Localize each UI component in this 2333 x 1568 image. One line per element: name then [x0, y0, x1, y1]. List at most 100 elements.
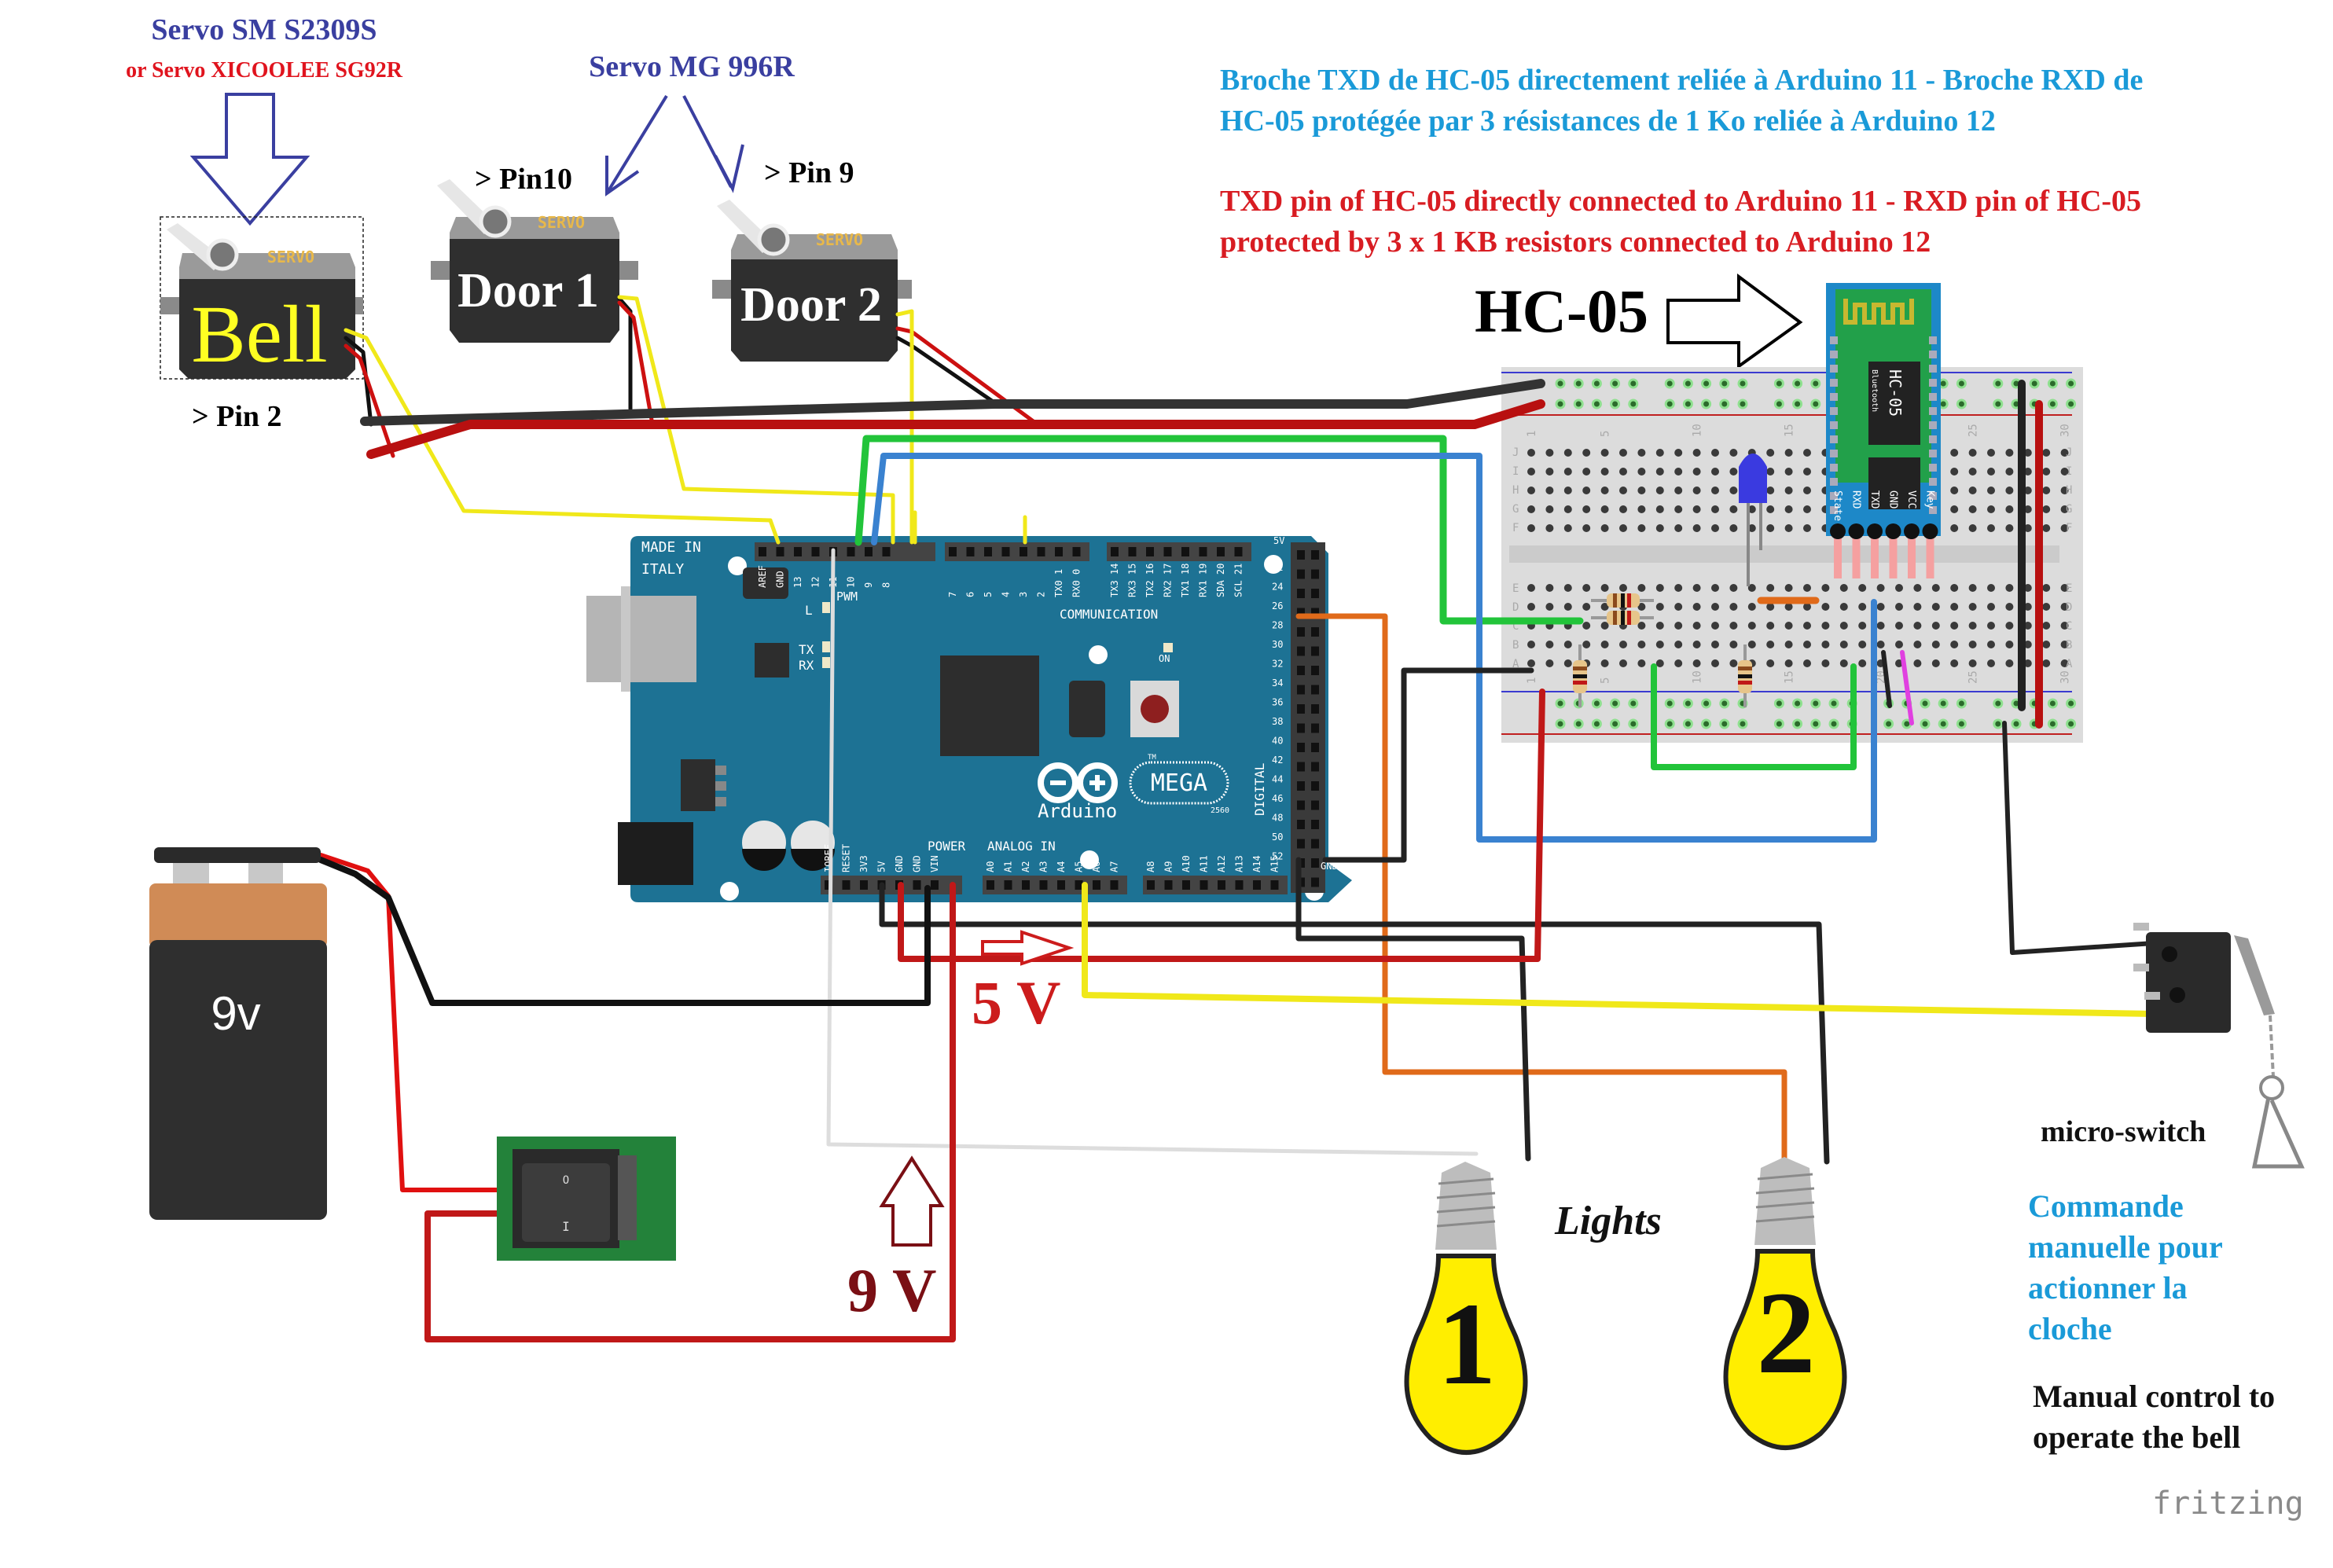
breadboard-hole [1582, 449, 1591, 457]
breadboard-hole [1637, 468, 1646, 476]
breadboard-hole [1637, 659, 1646, 667]
breadboard-hole [1913, 659, 1922, 667]
rail-hole [1719, 698, 1730, 709]
breadboard-hole [1784, 584, 1793, 592]
breadboard-hole [1839, 584, 1848, 592]
servo-label-door2: Door 2 [740, 278, 882, 332]
pin-hole [1311, 877, 1319, 887]
breadboard-hole [2005, 449, 2014, 457]
note-en-line1: TXD pin of HC-05 directly connected to A… [1220, 185, 2141, 218]
breadboard-hole [1674, 487, 1683, 494]
pin-label: 24 [1272, 582, 1283, 593]
pin-hole [1311, 589, 1319, 598]
digital-label: DIGITAL [1252, 763, 1267, 816]
breadboard-hole [1637, 505, 1646, 513]
header-power [821, 876, 962, 894]
hc05-pin-label: VCC [1905, 490, 1917, 509]
breadboard-hole [2042, 487, 2051, 494]
notes: Broche TXD de HC-05 directement reliée à… [1220, 64, 2143, 259]
breadboard-hole [1876, 641, 1885, 648]
breadboard-hole [1692, 487, 1701, 494]
pin-hole [1110, 880, 1119, 890]
breadboard-magenta-jumper [1900, 650, 1914, 725]
led-rx [822, 657, 830, 668]
row-label: D [1512, 601, 1519, 614]
l-label: L [805, 603, 813, 618]
gnd-label: GND [1321, 861, 1338, 872]
breadboard-hole [1950, 487, 1959, 494]
rail-hole [1573, 398, 1584, 409]
servo-body [450, 239, 619, 343]
breadboard-hole [1784, 603, 1793, 611]
rail-hole [1555, 398, 1566, 409]
row-label: F [1512, 522, 1519, 534]
breadboard-hole [1766, 659, 1775, 667]
usb-port [586, 596, 696, 682]
pin-hole [1075, 880, 1083, 890]
pin-hole [1311, 800, 1319, 810]
breadboard-hole [1803, 468, 1811, 476]
rail-hole [1993, 698, 2004, 709]
tx-label: TX [799, 642, 814, 657]
breadboard-hole [1968, 603, 1977, 611]
pad [1929, 492, 1937, 500]
servo-body [731, 259, 898, 362]
pin-label: 9 [863, 582, 874, 588]
hc05-pin-label: Key [1924, 490, 1936, 509]
pin-label: 48 [1272, 813, 1283, 824]
pin-hole [1022, 880, 1030, 890]
breadboard-hole [1655, 622, 1664, 630]
pad [1929, 506, 1937, 514]
pin-hole [1217, 547, 1225, 556]
breadboard-hole [1527, 641, 1535, 648]
bell-servo-alt-model: XICOOLEE SG92R [211, 58, 402, 83]
pin-hole [1311, 743, 1319, 752]
breadboard-hole [1545, 487, 1554, 494]
resistor-band [1738, 666, 1752, 670]
rail-hole [1828, 698, 1839, 709]
pin-label: VIN [929, 855, 940, 872]
pad [1929, 478, 1937, 486]
breadboard-hole [1655, 468, 1664, 476]
arrow-9v-icon [879, 1155, 945, 1247]
wires [318, 295, 2157, 1342]
hc05-pin-label: State [1831, 490, 1843, 521]
breadboard-hole [2060, 603, 2069, 611]
pin-hole [1146, 547, 1154, 556]
breadboard-hole [1858, 603, 1867, 611]
pin-header [1922, 523, 1938, 539]
breadboard-hole [2060, 622, 2069, 630]
pin-hole [842, 880, 851, 890]
row-label: C [2066, 620, 2072, 633]
breadboard-hole [1766, 622, 1775, 630]
breadboard-hole [1619, 449, 1627, 457]
voltage-regulator [681, 759, 715, 811]
pin-header [1867, 523, 1883, 539]
pin-label: A12 [1216, 855, 1227, 872]
pin-label: A2 [1020, 861, 1031, 872]
power-jack [618, 822, 693, 885]
breadboard-hole [1655, 505, 1664, 513]
pin-label: 7 [947, 592, 958, 597]
pin-label: A6 [1091, 861, 1102, 872]
pin-label: A1 [1003, 861, 1014, 872]
breadboard-hole [2060, 659, 2069, 667]
breadboard-hole [1821, 584, 1830, 592]
servo-brand: SERVO [538, 213, 585, 232]
pin-label: 43 [1332, 755, 1343, 766]
pin-label: RX1 19 [1198, 564, 1209, 597]
made-in-label: MADE IN [641, 539, 701, 556]
pin-hole [847, 547, 855, 556]
breadboard-hole [1766, 603, 1775, 611]
breadboard-hole [1711, 584, 1719, 592]
ring [2259, 1075, 2284, 1100]
breadboard-hole [2023, 584, 2032, 592]
rail-hole [1883, 718, 1894, 729]
breadboard-hole [1545, 659, 1554, 667]
breadboard-hole [1968, 584, 1977, 592]
pin-hole [1181, 547, 1189, 556]
pin-label: RESET [841, 844, 852, 872]
pin-hole [882, 547, 891, 556]
rail-hole [1628, 398, 1639, 409]
